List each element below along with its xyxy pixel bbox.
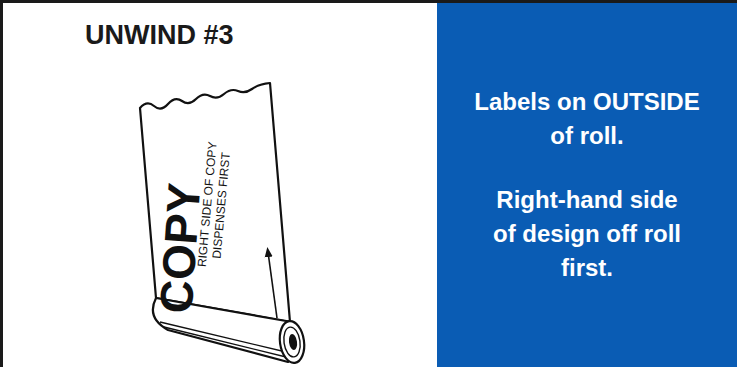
panel-text: Right-hand side of design off roll first… [483,183,691,285]
panel-text: Labels on OUTSIDE of roll. [473,85,701,153]
info-panel: Labels on OUTSIDE of roll. Right-hand sid… [437,3,737,367]
diagram-title: UNWIND #3 [85,20,234,51]
